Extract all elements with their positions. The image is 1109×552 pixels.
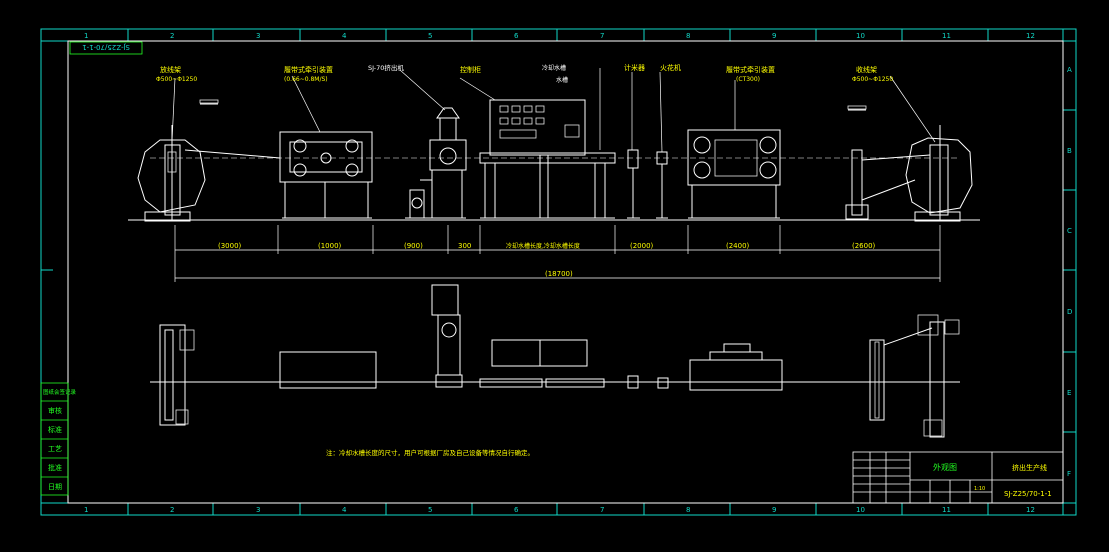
col-label: 1	[84, 32, 88, 40]
inner-border	[67, 40, 1064, 504]
table-cell: 图纸会签记录	[43, 388, 77, 396]
col-label: 5	[428, 32, 432, 40]
dim-6: (2000)	[630, 242, 654, 250]
label-cooling-sub: 水槽	[556, 76, 568, 84]
row-label: A	[1067, 66, 1072, 74]
table-cell: 标准	[48, 425, 62, 434]
label-takeup: 收线架	[856, 65, 877, 74]
label-extruder: SJ-70挤出机	[368, 63, 404, 72]
outer-frame	[40, 28, 1077, 516]
title-block-code: SJ-Z25/70-1-1	[1004, 490, 1052, 498]
label-capstan2-spec: (CT300)	[736, 76, 760, 83]
caterpillar-haul-off-2	[687, 129, 781, 219]
meter-counter	[627, 149, 640, 219]
col-label: 3	[256, 506, 260, 514]
table-cell: 工艺	[48, 445, 62, 453]
title-block-product: 挤出生产线	[1012, 463, 1047, 472]
label-payoff-spec: Φ500~Φ1250	[156, 76, 197, 83]
control-cabinet	[489, 99, 586, 218]
plan-view	[150, 284, 960, 438]
takeup-stand	[845, 125, 973, 222]
col-label: 11	[942, 506, 951, 514]
col-label: 9	[772, 32, 776, 40]
rotated-drawing-number: SJ-Z25/70-1-1	[69, 41, 143, 55]
extruder	[405, 107, 467, 219]
column-labels-bottom: 1 2 3 4 5 6 7 8 9 10 11 12	[84, 506, 1035, 514]
dim-5: 冷却水槽长度,冷却水槽长度	[506, 242, 580, 250]
col-label: 1	[84, 506, 88, 514]
dimension-chain: (3000) (1000) (900) 300 冷却水槽长度,冷却水槽长度 (2…	[174, 225, 941, 282]
col-label: 5	[428, 506, 432, 514]
row-label: D	[1067, 308, 1072, 316]
label-capstan1: 履带式牵引装置	[284, 65, 333, 74]
title-block-title: 外观图	[933, 462, 957, 472]
dim-total: (18700)	[545, 270, 573, 278]
col-label: 6	[514, 32, 519, 40]
payoff-stand	[137, 125, 281, 222]
dim-3: (900)	[404, 242, 423, 250]
col-label: 11	[942, 32, 951, 40]
col-label: 7	[600, 32, 604, 40]
cooling-trough	[479, 152, 616, 219]
col-label: 8	[686, 506, 690, 514]
dim-2: (1000)	[318, 242, 342, 250]
table-cell: 日期	[48, 483, 62, 491]
label-control: 控制柜	[460, 65, 481, 74]
col-label: 2	[170, 506, 174, 514]
row-label: C	[1067, 227, 1072, 235]
left-signoff-table: 图纸会签记录 审核 标准 工艺 批准 日期	[40, 382, 77, 496]
col-label: 10	[856, 506, 865, 514]
drawing-note: 注：冷却水槽长度的尺寸，用户可根据厂房及自己设备等情况自行确定。	[326, 448, 534, 457]
label-capstan2: 履带式牵引装置	[726, 65, 775, 74]
table-cell: 审核	[48, 406, 62, 415]
row-label: B	[1067, 147, 1072, 155]
dim-7: (2400)	[726, 242, 750, 250]
col-label: 12	[1026, 506, 1035, 514]
row-label: E	[1067, 389, 1071, 397]
dim-4: 300	[458, 242, 471, 250]
col-label: 8	[686, 32, 690, 40]
label-spark: 火花机	[660, 63, 681, 72]
label-counter: 计米器	[624, 63, 645, 72]
col-label: 4	[342, 32, 347, 40]
column-ticks	[41, 29, 1076, 515]
col-label: 3	[256, 32, 260, 40]
dim-8: (2600)	[852, 242, 876, 250]
table-cell: 批准	[48, 463, 62, 472]
col-label: 4	[342, 506, 347, 514]
elevation-view: 放线架 Φ500~Φ1250 履带式牵引装置 (0.66~0.8M/S) SJ-…	[128, 63, 980, 222]
column-labels-top: 1 2 3 4 5 6 7 8 9 10 11 12	[84, 32, 1035, 40]
row-labels: A B C D E F	[1067, 66, 1072, 478]
col-label: 12	[1026, 32, 1035, 40]
col-label: 6	[514, 506, 519, 514]
col-label: 9	[772, 506, 776, 514]
title-block: 外观图 挤出生产线 SJ-Z25/70-1-1 1:10	[852, 451, 1064, 504]
label-takeup-spec: Φ500~Φ1250	[852, 76, 893, 83]
col-label: 7	[600, 506, 604, 514]
dim-1: (3000)	[218, 242, 242, 250]
col-label: 10	[856, 32, 865, 40]
label-payoff: 放线架	[160, 65, 181, 74]
label-capstan1-spec: (0.66~0.8M/S)	[284, 76, 328, 83]
col-label: 2	[170, 32, 174, 40]
caterpillar-haul-off-1	[279, 131, 373, 219]
title-block-scale: 1:10	[974, 486, 985, 492]
spark-tester	[656, 151, 668, 219]
label-cooling: 冷却水槽	[542, 64, 566, 72]
row-label: F	[1067, 470, 1071, 478]
drawing-number-rotated: SJ-Z25/70-1-1	[82, 43, 130, 51]
